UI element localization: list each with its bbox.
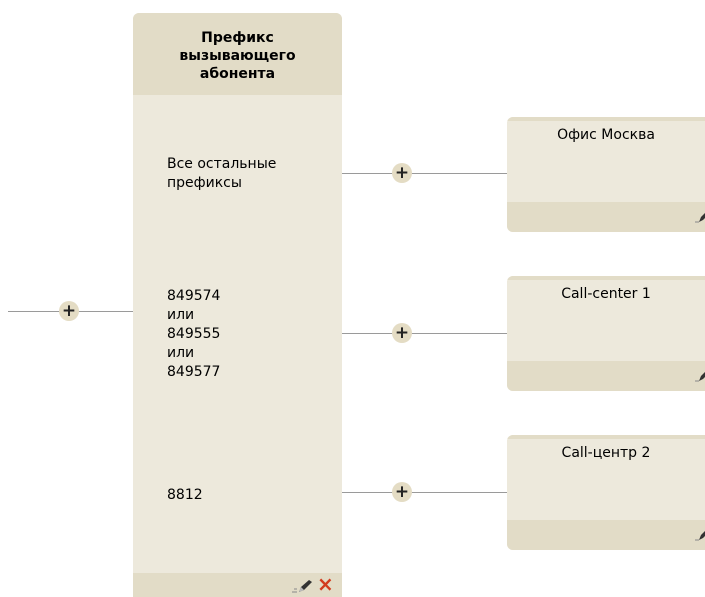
condition-block-footer: × bbox=[133, 573, 342, 597]
caller-prefix-condition-block: Префикс вызывающего абонента Все остальн… bbox=[133, 13, 342, 597]
add-branch-1-button[interactable]: + bbox=[392, 163, 412, 183]
destination-block-2[interactable]: Call-center 1 bbox=[507, 276, 705, 391]
destination-block-3[interactable]: Call-центр 2 bbox=[507, 435, 705, 550]
add-before-condition-button[interactable]: + bbox=[59, 301, 79, 321]
edit-pencil-icon[interactable] bbox=[693, 367, 705, 383]
destination-block-footer bbox=[507, 520, 705, 550]
destination-block-footer bbox=[507, 202, 705, 232]
destination-title: Офис Москва bbox=[557, 127, 655, 143]
destination-title: Call-center 1 bbox=[561, 286, 651, 302]
branch-connector-line-2 bbox=[342, 333, 507, 334]
add-branch-3-button[interactable]: + bbox=[392, 482, 412, 502]
destination-block-top-strip bbox=[507, 117, 705, 121]
destination-block-footer bbox=[507, 361, 705, 391]
branch-connector-line-3 bbox=[342, 492, 507, 493]
destination-block-1[interactable]: Офис Москва bbox=[507, 117, 705, 232]
destination-title: Call-центр 2 bbox=[561, 445, 651, 461]
branch-prefix-moscow: 849574 или 849555 или 849577 bbox=[167, 288, 221, 380]
branch-connector-line-1 bbox=[342, 173, 507, 174]
edit-pencil-icon[interactable] bbox=[290, 578, 314, 594]
branch-prefix-other: Все остальные префиксы bbox=[167, 156, 277, 191]
edit-pencil-icon[interactable] bbox=[693, 208, 705, 224]
branch-prefix-spb: 8812 bbox=[167, 487, 203, 503]
condition-block-title: Префикс вызывающего абонента bbox=[179, 30, 296, 82]
condition-block-header: Префикс вызывающего абонента bbox=[133, 13, 342, 95]
destination-block-top-strip bbox=[507, 276, 705, 280]
add-branch-2-button[interactable]: + bbox=[392, 323, 412, 343]
destination-block-top-strip bbox=[507, 435, 705, 439]
delete-icon[interactable]: × bbox=[317, 572, 334, 596]
edit-pencil-icon[interactable] bbox=[693, 526, 705, 542]
